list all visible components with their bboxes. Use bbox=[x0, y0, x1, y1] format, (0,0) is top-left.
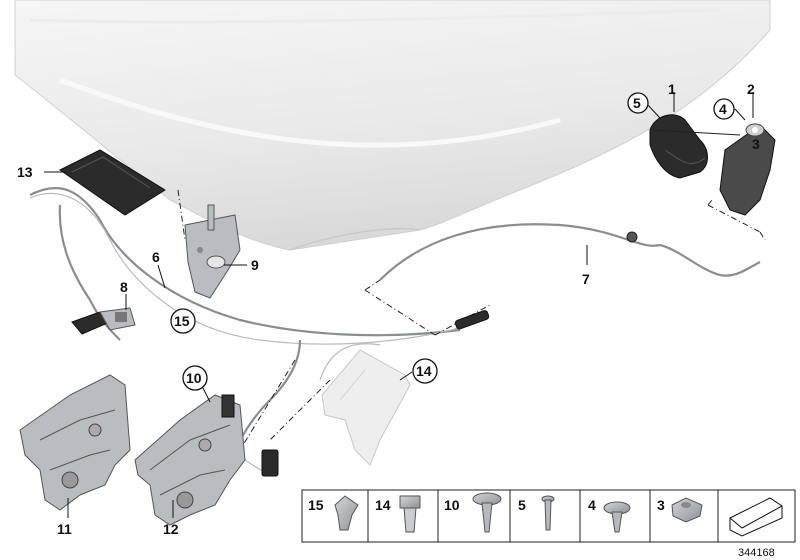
callout-2: 2 bbox=[747, 81, 755, 97]
legend-label-4: 4 bbox=[588, 497, 596, 513]
callout-3: 3 bbox=[752, 136, 760, 152]
fastener-symbol-icon bbox=[729, 497, 783, 537]
callout-1: 1 bbox=[668, 81, 676, 97]
part-11-hood-latch bbox=[19, 374, 131, 511]
part-9-bracket bbox=[184, 204, 241, 299]
part-2-bracket bbox=[719, 123, 776, 216]
callout-10: 10 bbox=[186, 370, 202, 386]
small-parts-legend: 15 14 10 5 4 3 bbox=[301, 489, 796, 543]
callout-15: 15 bbox=[174, 313, 190, 329]
legend-label-3: 3 bbox=[657, 497, 665, 513]
diagram-number: 344168 bbox=[738, 547, 775, 559]
callout-4-circle bbox=[713, 98, 735, 120]
legend-label-14: 14 bbox=[375, 497, 391, 513]
legend-label-10: 10 bbox=[444, 497, 460, 513]
cables bbox=[29, 187, 761, 475]
screw-4-icon bbox=[603, 501, 631, 533]
hood bbox=[14, 0, 771, 251]
clip-15-icon bbox=[334, 495, 359, 531]
callout-14-circle bbox=[412, 358, 438, 384]
clip-14-icon bbox=[399, 495, 421, 533]
part-1-handle bbox=[649, 114, 741, 179]
callout-14: 14 bbox=[416, 363, 432, 379]
callout-12: 12 bbox=[163, 521, 179, 537]
legend-label-5: 5 bbox=[518, 497, 526, 513]
callout-6: 6 bbox=[152, 249, 160, 265]
callout-10-circle bbox=[182, 365, 208, 391]
callout-11: 11 bbox=[57, 521, 72, 537]
callout-8: 8 bbox=[120, 279, 128, 295]
leader-lines bbox=[44, 92, 754, 518]
nut-3-icon bbox=[671, 497, 703, 523]
part-connector-plug bbox=[261, 449, 279, 477]
callout-4: 4 bbox=[719, 101, 727, 117]
callout-5: 5 bbox=[633, 95, 641, 111]
part-7-cable-connectors bbox=[454, 231, 638, 330]
callout-5-circle bbox=[627, 92, 649, 114]
legend-label-15: 15 bbox=[308, 497, 324, 513]
callout-13: 13 bbox=[17, 164, 33, 180]
part-8-switch bbox=[71, 307, 136, 335]
part-13-insulation-pad bbox=[59, 149, 166, 216]
callout-7: 7 bbox=[582, 271, 590, 287]
part-14-bracket bbox=[321, 349, 411, 466]
screw-5-icon bbox=[541, 495, 555, 531]
callouts: 1 2 3 4 5 6 7 8 9 10 11 12 13 14 15 bbox=[17, 81, 760, 537]
screw-10-icon bbox=[472, 492, 502, 533]
callout-15-circle bbox=[170, 308, 196, 334]
callout-9: 9 bbox=[251, 257, 259, 273]
part-12-hood-latch bbox=[134, 394, 246, 526]
